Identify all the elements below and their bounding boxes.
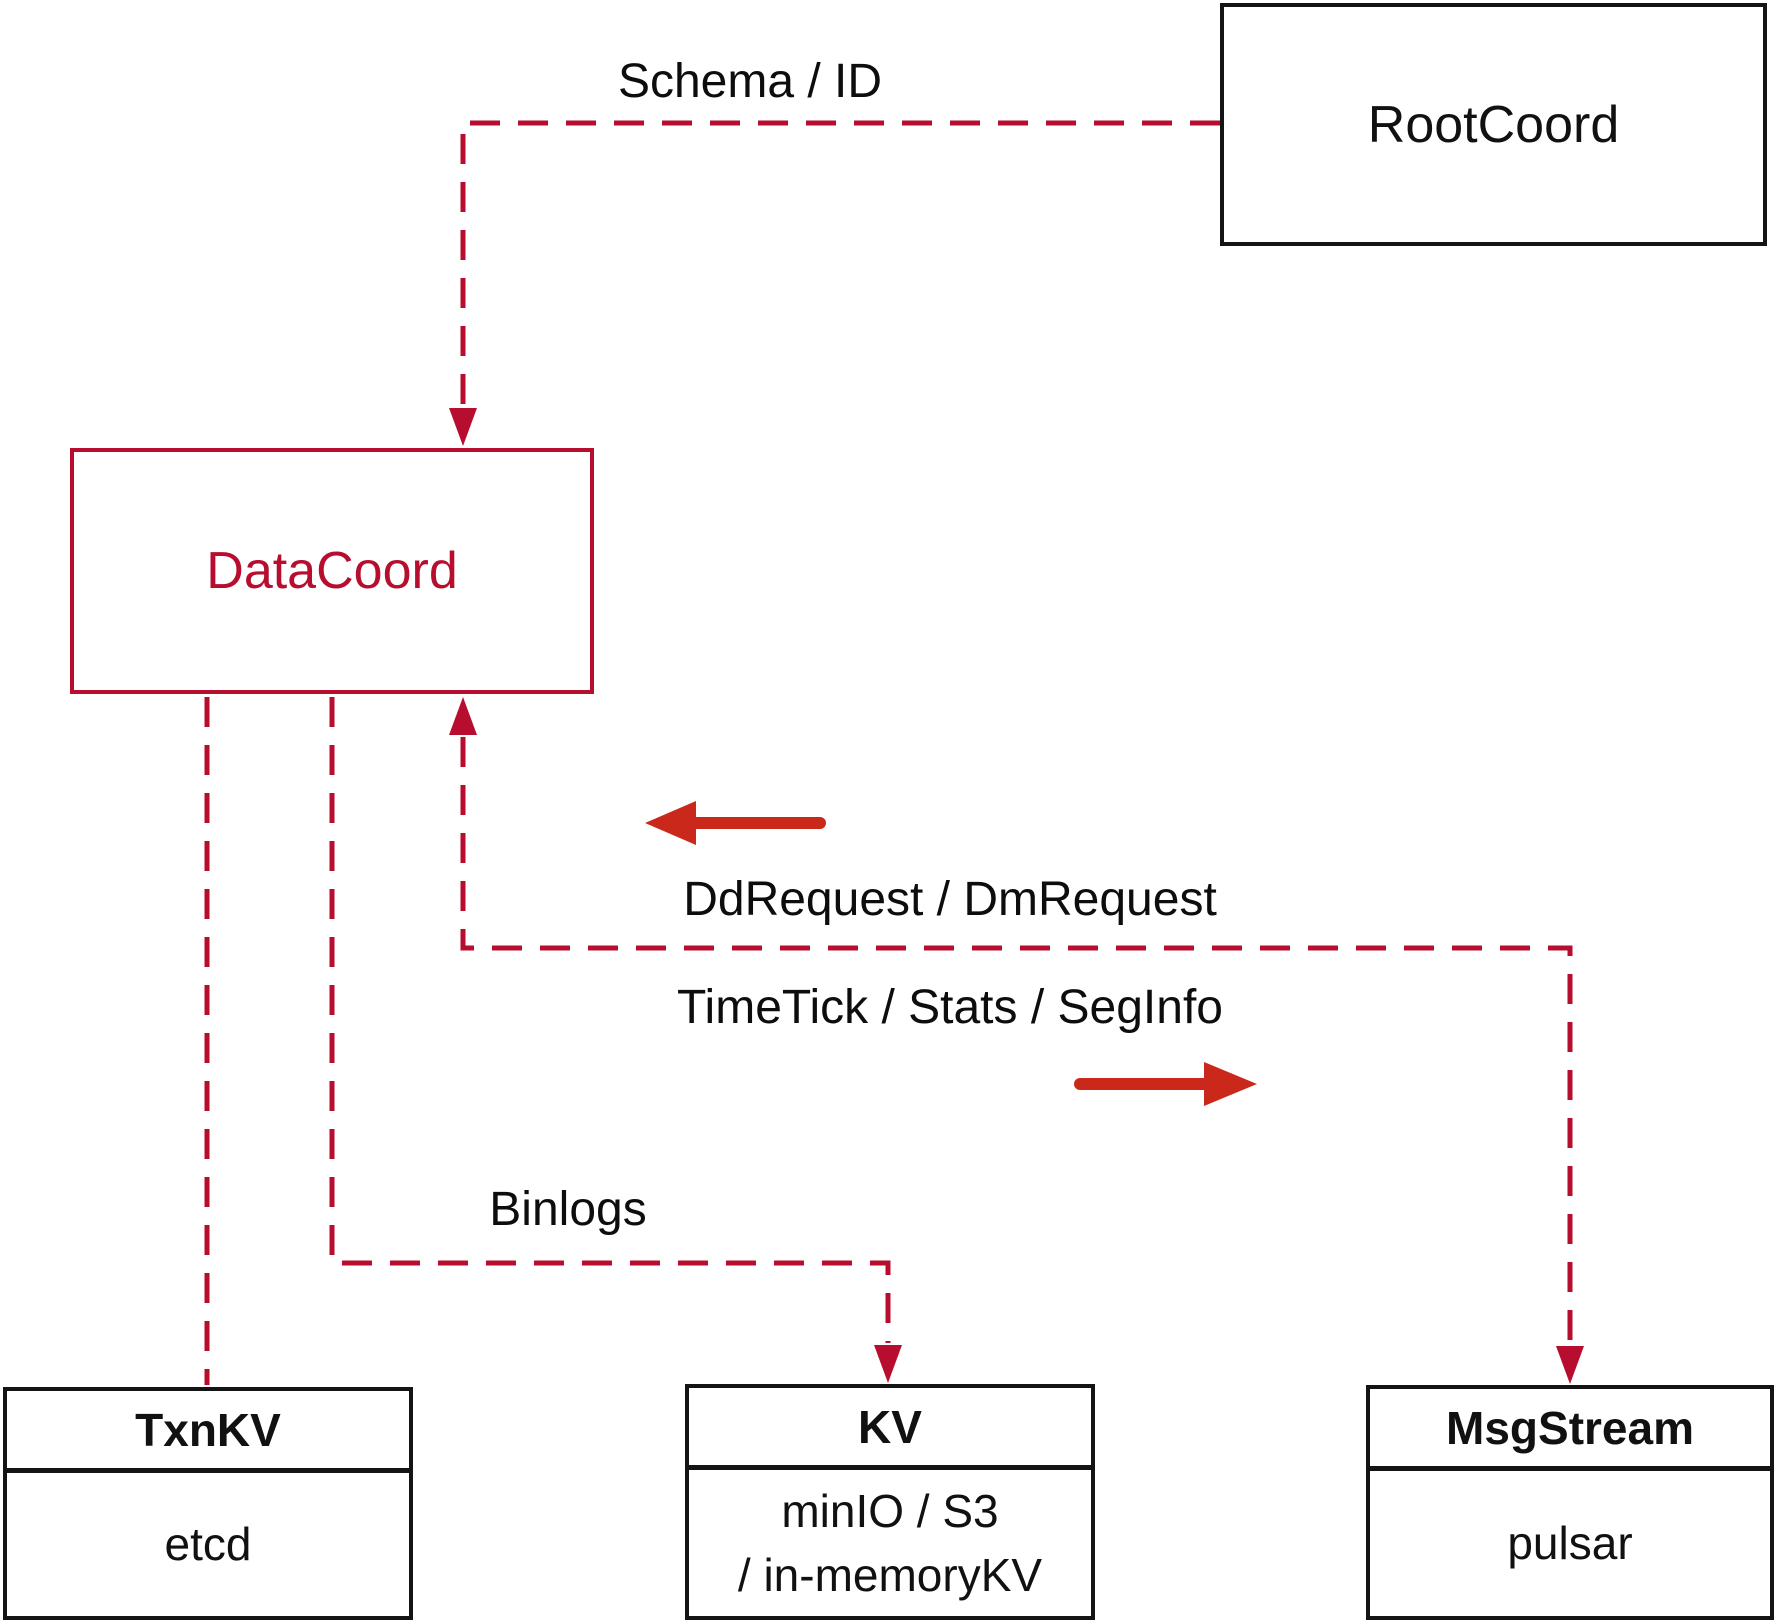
msgstream-title: MsgStream — [1370, 1389, 1770, 1471]
edge-label-time-tick: TimeTick / Stats / SegInfo — [677, 981, 1223, 1034]
msgstream-node: MsgStream pulsar — [1366, 1385, 1774, 1620]
edge-label-schema-id: Schema / ID — [617, 55, 883, 108]
datacoord-label: DataCoord — [206, 542, 458, 600]
txnkv-body: etcd — [164, 1518, 252, 1571]
kv-body-line1: minIO / S3 — [781, 1484, 999, 1537]
txnkv-node: TxnKV etcd — [3, 1387, 413, 1620]
edge-label-binlogs: Binlogs — [489, 1183, 647, 1236]
edge-schema-id-arrowhead — [449, 408, 477, 446]
kv-node: KV minIO / S3 / in-memoryKV — [685, 1384, 1095, 1620]
edge-binlogs-arrowhead — [874, 1345, 902, 1383]
edge-schema-id-line — [460, 120, 1220, 406]
edge-datacoord-up-arrowhead — [449, 697, 477, 735]
txnkv-title: TxnKV — [7, 1391, 409, 1473]
rootcoord-label: RootCoord — [1367, 95, 1620, 154]
kv-body-line2: / in-memoryKV — [737, 1549, 1043, 1601]
edge-msgstream-line — [460, 737, 1573, 1344]
right-direction-arrow-head — [1204, 1062, 1257, 1106]
msgstream-body: pulsar — [1507, 1517, 1633, 1570]
rootcoord-node: RootCoord — [1220, 3, 1767, 246]
kv-title: KV — [689, 1388, 1091, 1470]
edge-binlogs-line — [329, 697, 891, 1343]
edge-msgstream-down-arrowhead — [1556, 1346, 1584, 1384]
left-direction-arrow-head — [645, 801, 696, 845]
datacoord-node: DataCoord — [70, 448, 594, 694]
edge-label-dd-request: DdRequest / DmRequest — [683, 873, 1217, 926]
